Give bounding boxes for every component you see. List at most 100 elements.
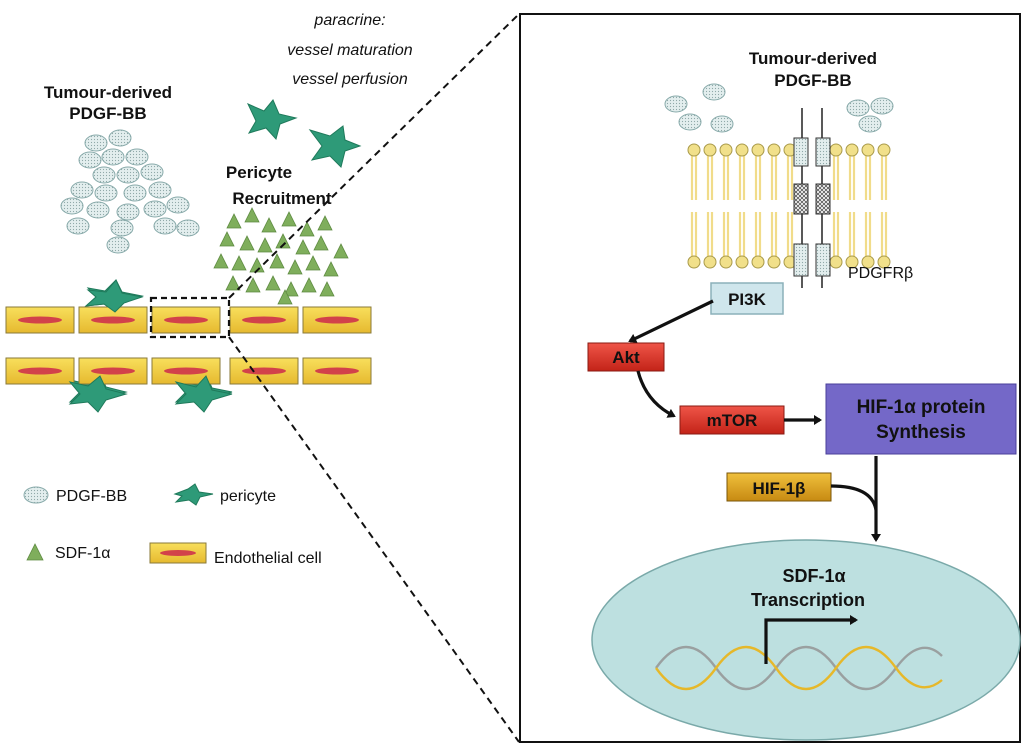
sdf-triangle xyxy=(269,253,285,269)
sdf-triangle xyxy=(231,255,247,271)
lipid-head xyxy=(687,143,701,157)
pdgf-particle xyxy=(92,166,116,184)
paracrine-label-line2: vessel maturation xyxy=(287,42,412,59)
lipid-tail xyxy=(690,212,698,256)
pdgf-particle xyxy=(108,129,132,147)
lipid-head xyxy=(751,143,765,157)
lipid-head xyxy=(829,143,843,157)
pdgf-particle xyxy=(140,163,164,181)
pdgf-particle xyxy=(166,196,190,214)
sdf-triangle xyxy=(283,281,299,297)
sdf-triangle xyxy=(317,215,333,231)
akt-label: Akt xyxy=(612,348,640,367)
pdgf-particle xyxy=(702,83,726,101)
receptor-label: PDGFRβ xyxy=(848,265,913,282)
pathway-arrows xyxy=(628,299,881,542)
lipid-tail xyxy=(832,156,840,200)
sdf-triangle xyxy=(295,239,311,255)
endothelial-nucleus xyxy=(164,367,208,375)
lipid-head xyxy=(703,255,717,269)
sdf-triangle xyxy=(281,211,297,227)
sdf-triangle xyxy=(219,231,235,247)
sdf-triangle xyxy=(299,221,315,237)
sdf-triangle xyxy=(245,277,261,293)
lipid-tail xyxy=(754,212,762,256)
lipid-head xyxy=(735,255,749,269)
left-tumour-label-line1: Tumour-derived xyxy=(44,83,172,102)
sdf-triangle xyxy=(213,253,229,269)
lipid-head xyxy=(861,255,875,269)
lipid-head xyxy=(735,143,749,157)
sdf-triangle xyxy=(249,257,265,273)
hif1b-label: HIF-1β xyxy=(753,479,806,498)
zoom-guide-top xyxy=(228,13,520,299)
legend-pdgf-icon xyxy=(23,486,49,504)
lipid-tail xyxy=(754,156,762,200)
mtor-label: mTOR xyxy=(707,411,758,430)
sdf-triangle xyxy=(225,275,241,291)
lipid-tail xyxy=(832,212,840,256)
pdgf-particle xyxy=(123,184,147,202)
lipid-head xyxy=(767,255,781,269)
pdgfr-receptor xyxy=(793,108,831,288)
pdgf-cluster-left xyxy=(60,129,200,254)
mtor-box xyxy=(679,405,785,435)
endothelial-nucleus xyxy=(91,316,135,324)
endothelial-nucleus xyxy=(18,316,62,324)
lipid-head xyxy=(829,255,843,269)
pdgf-particle xyxy=(78,151,102,169)
hif-synthesis-line1: HIF-1α protein xyxy=(857,397,986,418)
pdgf-particle xyxy=(66,217,90,235)
pdgf-cluster-right xyxy=(664,83,894,133)
pdgf-particle xyxy=(678,113,702,131)
sdf-triangle xyxy=(319,281,335,297)
lipid-tail xyxy=(722,156,730,200)
pdgf-particle xyxy=(101,148,125,166)
lipid-head xyxy=(751,255,765,269)
pericyte-star xyxy=(68,375,128,413)
pdgf-particle xyxy=(84,134,108,152)
pdgf-particle xyxy=(664,95,688,113)
lipid-head xyxy=(703,143,717,157)
hif1b-join xyxy=(830,484,878,511)
pdgf-particle xyxy=(143,200,167,218)
pdgf-particle xyxy=(110,219,134,237)
lipid-tail xyxy=(848,212,856,256)
endothelial-nucleus xyxy=(315,367,359,375)
pdgf-particle xyxy=(116,166,140,184)
lipid-tail xyxy=(706,156,714,200)
lipid-head xyxy=(719,143,733,157)
right-tumour-label-line2: PDGF-BB xyxy=(774,71,851,90)
sdf-triangle xyxy=(226,213,242,229)
lipid-tail xyxy=(722,212,730,256)
pdgf-particle xyxy=(125,148,149,166)
pi3k-box xyxy=(710,282,784,315)
pericyte-star xyxy=(84,279,144,313)
pericyte-star xyxy=(174,375,233,413)
pdgf-particle xyxy=(858,115,882,133)
lipid-head xyxy=(861,143,875,157)
pericyte-recruitment-line2: Recruitment xyxy=(232,189,332,208)
lipid-tail xyxy=(690,156,698,200)
hif-synthesis-box xyxy=(825,383,1017,455)
lipid-tail xyxy=(738,212,746,256)
pdgf-particle xyxy=(60,197,84,215)
legend-endothelial-nucleus xyxy=(160,550,196,556)
pdgf-particle xyxy=(86,201,110,219)
sdf-triangle xyxy=(313,235,329,251)
legend-sdf-label: SDF-1α xyxy=(55,545,110,562)
left-tumour-label-line2: PDGF-BB xyxy=(69,104,146,123)
lipid-tail xyxy=(848,156,856,200)
pi3k-label: PI3K xyxy=(728,290,767,309)
paracrine-label-line1: paracrine: xyxy=(313,12,385,29)
left-panel: Tumour-derived PDGF-BB paracrine: vessel… xyxy=(5,12,520,743)
lipid-tail xyxy=(786,156,794,200)
nucleus-label-line2: Transcription xyxy=(751,590,865,610)
pdgf-particle xyxy=(176,219,200,237)
dna-strand-b xyxy=(655,645,943,691)
sdf-triangle xyxy=(261,217,277,233)
legend-sdf-icon xyxy=(26,543,44,561)
lipid-tail xyxy=(770,212,778,256)
lipid-head xyxy=(877,255,891,269)
endothelial-row-bottom xyxy=(5,357,372,385)
